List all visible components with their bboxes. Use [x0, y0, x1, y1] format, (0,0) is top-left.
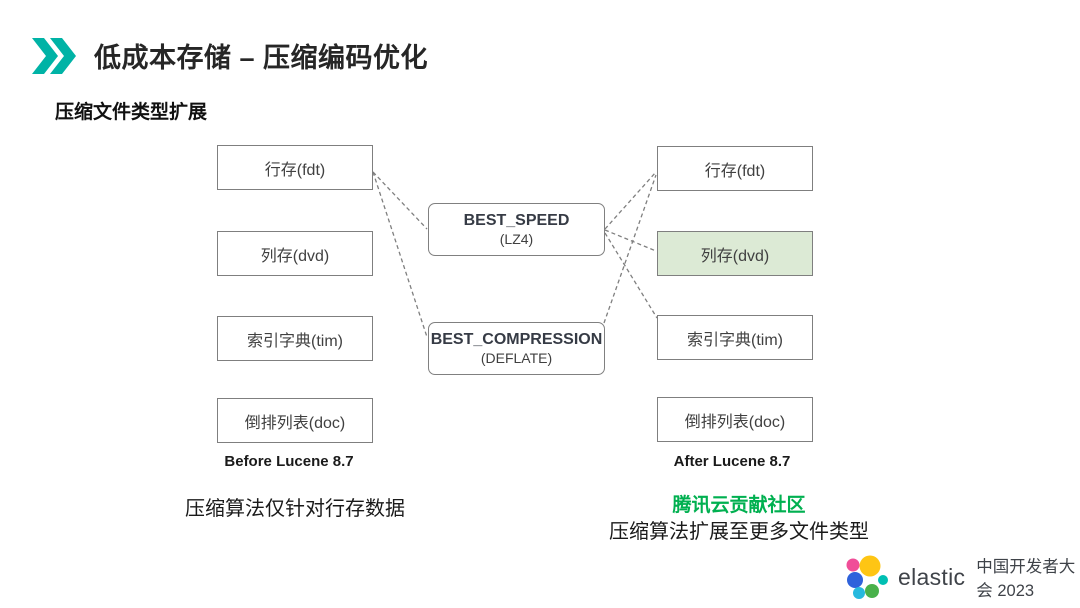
- box-label: 索引字典(tim): [247, 332, 343, 350]
- note-tencent-contribution: 腾讯云贡献社区: [672, 495, 806, 516]
- connector-rowstore-to-bestspeed: [372, 171, 428, 230]
- box-best-speed: BEST_SPEED (LZ4): [428, 203, 605, 256]
- box-label: 列存(dvd): [700, 247, 770, 265]
- event-name: 中国开发者大会 2023: [976, 558, 1076, 600]
- codec-algorithm: (LZ4): [499, 231, 534, 247]
- connector-rowstore-to-bestcompression: [372, 171, 428, 338]
- box-best-compression: BEST_COMPRESSION (DEFLATE): [428, 322, 605, 375]
- slide-header: 低成本存储 – 压缩编码优化: [32, 36, 428, 75]
- note-before: 压缩算法仅针对行存数据: [185, 498, 405, 520]
- connector-bestspeed-to-rowstore: [604, 171, 657, 230]
- box-after-row-store: 行存(fdt): [657, 146, 813, 191]
- brand-wordmark: elastic: [898, 563, 966, 590]
- elastic-logo-icon: [846, 555, 888, 599]
- codec-algorithm: (DEFLATE): [480, 350, 553, 366]
- connector-bestspeed-to-columnstore: [604, 229, 657, 252]
- box-label: 列存(dvd): [260, 247, 330, 265]
- double-chevron-icon: [32, 37, 76, 74]
- note-after: 压缩算法扩展至更多文件类型: [609, 521, 869, 543]
- codec-name: BEST_SPEED: [463, 212, 570, 229]
- connector-bestspeed-to-termdict: [604, 232, 658, 319]
- box-label: 倒排列表(doc): [244, 414, 346, 432]
- caption-before-lucene: Before Lucene 8.7: [224, 453, 354, 470]
- page-title: 低成本存储 – 压缩编码优化: [94, 43, 429, 73]
- box-after-postings-list: 倒排列表(doc): [657, 397, 813, 442]
- box-before-row-store: 行存(fdt): [217, 145, 373, 190]
- box-before-term-dictionary: 索引字典(tim): [217, 316, 373, 361]
- footer-brand: elastic 中国开发者大会 2023: [843, 553, 1080, 601]
- box-label: 倒排列表(doc): [684, 413, 786, 431]
- box-before-postings-list: 倒排列表(doc): [217, 398, 373, 443]
- box-label: 行存(fdt): [704, 162, 766, 180]
- box-after-term-dictionary: 索引字典(tim): [657, 315, 813, 360]
- box-label: 索引字典(tim): [687, 331, 783, 349]
- box-before-column-store: 列存(dvd): [217, 231, 373, 276]
- codec-name: BEST_COMPRESSION: [430, 331, 603, 348]
- box-after-column-store: 列存(dvd): [657, 231, 813, 276]
- box-label: 行存(fdt): [264, 161, 326, 179]
- caption-after-lucene: After Lucene 8.7: [673, 453, 791, 470]
- connector-bestcompression-to-rowstore: [603, 174, 657, 324]
- section-subtitle: 压缩文件类型扩展: [55, 102, 208, 123]
